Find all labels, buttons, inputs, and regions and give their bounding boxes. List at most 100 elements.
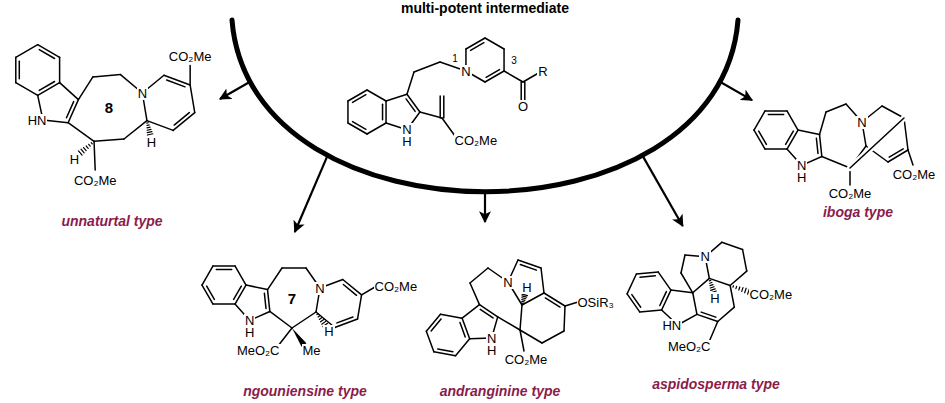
bond-line	[564, 306, 565, 331]
bond-line	[522, 293, 544, 305]
bond-line	[466, 71, 485, 82]
bond-line	[434, 352, 456, 356]
bond-line	[250, 311, 270, 320]
bond-line	[407, 72, 414, 94]
bond-line	[323, 323, 328, 326]
bond-line	[414, 62, 440, 72]
bond-line	[142, 93, 147, 121]
heading-text: multi-potent intermediate	[401, 1, 569, 16]
bond-line	[426, 314, 440, 331]
bond-line	[213, 265, 235, 267]
bond-line	[382, 104, 384, 119]
bond-line	[681, 273, 693, 293]
atom-label: N	[137, 87, 148, 100]
atom-label: H	[69, 153, 80, 166]
bond-line	[386, 123, 407, 130]
bond-line	[316, 288, 320, 312]
bond-line	[147, 127, 150, 129]
wedge-bond	[292, 328, 306, 347]
bond-line	[68, 123, 94, 142]
bond-line	[701, 312, 716, 317]
bond-line	[486, 70, 499, 78]
molecules	[16, 38, 913, 356]
bond-line	[522, 294, 527, 295]
bond-line	[522, 296, 527, 297]
bond-line	[147, 129, 151, 131]
type-caption: aspidosperma type	[652, 377, 780, 392]
bond-line	[705, 257, 709, 279]
atom-label: CO₂Me	[168, 50, 213, 63]
type-caption: ngouniensine type	[243, 384, 367, 399]
reaction-arrow	[220, 82, 250, 99]
bond-line	[386, 94, 407, 101]
molecule-structure	[16, 45, 195, 170]
bond-line	[520, 82, 522, 104]
bond-line	[786, 131, 794, 144]
atom-label: N	[401, 123, 412, 136]
bond-line	[522, 302, 524, 304]
bond-line	[420, 112, 442, 118]
bond-line	[545, 298, 560, 307]
bond-line	[498, 317, 520, 330]
bond-line	[471, 43, 484, 51]
bond-line	[207, 286, 215, 299]
bond-line	[39, 82, 54, 91]
bond-line	[904, 118, 908, 150]
bond-line	[742, 288, 743, 292]
bond-line	[202, 266, 213, 285]
bond-line	[38, 95, 43, 120]
bond-line	[318, 316, 320, 317]
bond-line	[822, 156, 850, 168]
bond-line	[282, 267, 306, 269]
bond-line	[488, 268, 508, 282]
bond-line	[882, 106, 904, 118]
bond-line	[362, 287, 375, 295]
bond-line	[820, 112, 826, 135]
bond-line	[640, 310, 662, 312]
bond-line	[16, 83, 38, 96]
bond-line	[862, 106, 882, 122]
bond-line	[462, 318, 470, 339]
atom-label: 8	[104, 100, 114, 115]
atom-label: 7	[287, 291, 297, 306]
bond-line	[84, 148, 87, 151]
bond-line	[268, 268, 282, 290]
bond-line	[658, 272, 671, 290]
bond-line	[520, 330, 524, 351]
bond-line	[316, 312, 335, 327]
bond-line	[541, 268, 544, 293]
type-caption: unnaturtal type	[61, 214, 162, 229]
bond-line	[710, 287, 714, 288]
bond-line	[39, 50, 54, 59]
bond-line	[735, 286, 737, 288]
atom-label: N	[244, 314, 255, 327]
bond-line	[438, 349, 453, 352]
bond-line	[662, 310, 678, 325]
bond-line	[705, 242, 722, 256]
bond-line	[768, 114, 783, 116]
bond-line	[787, 149, 802, 165]
bond-line	[542, 331, 564, 343]
bond-line	[235, 304, 250, 320]
bond-line	[492, 317, 498, 338]
bond-line	[234, 286, 242, 299]
bond-line	[681, 255, 685, 273]
bond-line	[462, 305, 479, 319]
bond-line	[86, 146, 88, 148]
bond-line	[147, 124, 149, 126]
bond-line	[343, 279, 362, 294]
bond-line	[66, 102, 73, 118]
bond-line	[190, 85, 195, 113]
atom-label: CO₂Me	[73, 174, 118, 187]
reaction-arrow	[295, 155, 328, 232]
atom-label: CO₂Me	[749, 288, 794, 301]
bond-line	[78, 77, 92, 100]
bond-line	[524, 82, 526, 104]
bond-line	[268, 290, 270, 312]
bond-line	[732, 286, 734, 288]
bond-line	[802, 156, 822, 165]
atom-label: H	[796, 171, 807, 184]
bond-line	[319, 318, 322, 320]
